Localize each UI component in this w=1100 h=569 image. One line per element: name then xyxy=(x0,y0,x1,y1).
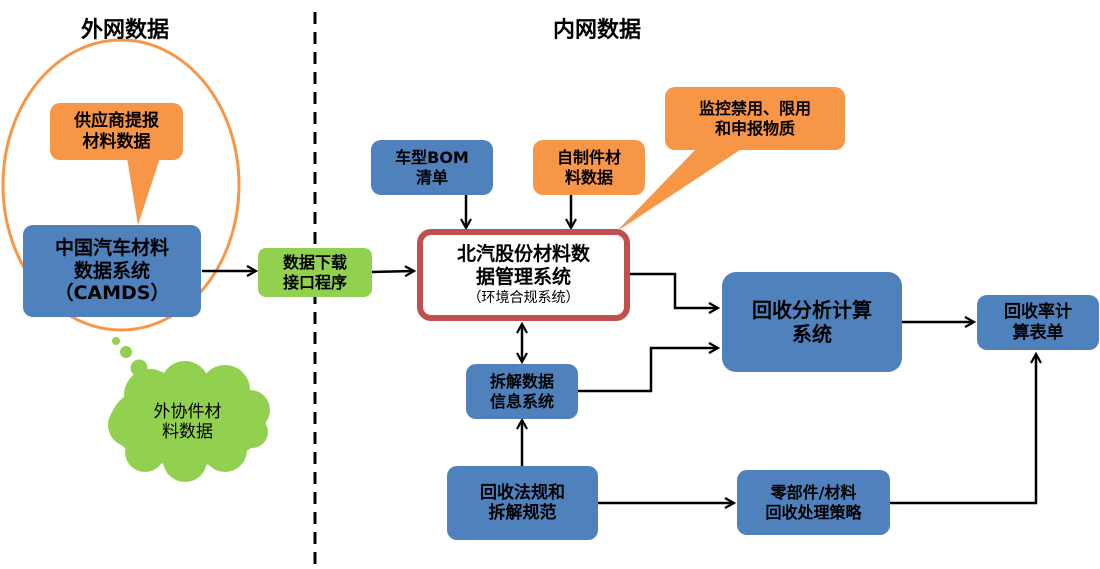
download-interface-box: 数据下载 接口程序 xyxy=(258,248,372,297)
arrow-interface-to-baic xyxy=(371,271,414,272)
interface-line-2: 接口程序 xyxy=(282,272,347,292)
recycling-analysis-system-box: 回收分析计算 系统 xyxy=(722,272,902,372)
analysis-line-2: 系统 xyxy=(792,322,832,346)
monitor-substances-callout: 监控禁用、限用 和申报物质 xyxy=(665,87,845,150)
selfmade-line-2: 料数据 xyxy=(564,167,613,187)
monitor-callout-tail xyxy=(616,150,740,232)
dismantling-line-2: 信息系统 xyxy=(489,391,554,411)
interface-line-1: 数据下载 xyxy=(282,253,347,273)
supplier-material-callout: 供应商提报 材料数据 xyxy=(50,103,183,160)
recovery-rate-form-box: 回收率计 算表单 xyxy=(977,295,1099,350)
regulations-box: 回收法规和 拆解规范 xyxy=(447,466,598,540)
arrow-strategy-to-form xyxy=(890,354,1036,505)
vehicle-bom-box: 车型BOM 清单 xyxy=(371,140,493,195)
supplier-callout-line-1: 供应商提报 xyxy=(74,111,159,132)
regulations-line-1: 回收法规和 xyxy=(480,482,565,503)
camds-line-2: 数据系统 xyxy=(73,259,150,282)
bom-line-1: 车型BOM xyxy=(395,148,469,168)
arrow-baic-to-analysis xyxy=(630,272,718,308)
dismantling-line-1: 拆解数据 xyxy=(489,372,554,392)
form-line-1: 回收率计 xyxy=(1004,302,1072,323)
baic-line-1: 北汽股份材料数 xyxy=(456,242,590,265)
heading-internal-data: 内网数据 xyxy=(552,18,641,43)
strategy-line-1: 零部件/材料 xyxy=(770,483,857,503)
baic-line-2: 据管理系统 xyxy=(475,265,571,288)
outsourced-parts-cloud: 外协件材 料数据 xyxy=(120,392,255,452)
cloud-line-2: 料数据 xyxy=(162,422,213,442)
parts-strategy-box: 零部件/材料 回收处理策略 xyxy=(737,470,890,535)
camds-system-box: 中国汽车材料 数据系统 （CAMDS） xyxy=(23,225,201,317)
thought-dot-small xyxy=(112,337,120,345)
cloud-line-1: 外协件材 xyxy=(153,401,222,422)
external-ellipse xyxy=(1,38,241,332)
heading-external-data: 外网数据 xyxy=(80,18,169,43)
strategy-line-2: 回收处理策略 xyxy=(765,502,862,522)
regulations-line-2: 拆解规范 xyxy=(488,503,557,523)
camds-line-1: 中国汽车材料 xyxy=(54,236,169,259)
selfmade-line-1: 自制件材 xyxy=(556,148,621,168)
cloud-shape xyxy=(108,361,270,482)
analysis-line-1: 回收分析计算 xyxy=(752,298,872,322)
baic-line-3: （环境合规系统） xyxy=(467,290,580,307)
arrow-dismantling-to-analysis xyxy=(578,348,718,393)
supplier-callout-line-2: 材料数据 xyxy=(82,131,151,152)
dismantling-info-system-box: 拆解数据 信息系统 xyxy=(466,364,578,419)
bom-line-2: 清单 xyxy=(415,167,448,187)
thought-dot-medium xyxy=(120,346,132,358)
baic-material-system-box: 北汽股份材料数 据管理系统 （环境合规系统） xyxy=(417,229,630,321)
camds-line-3: （CAMDS） xyxy=(54,282,170,305)
monitor-line-2: 和申报物质 xyxy=(714,118,795,138)
monitor-line-1: 监控禁用、限用 xyxy=(698,99,811,119)
supplier-callout-tail xyxy=(127,158,160,225)
form-line-2: 算表单 xyxy=(1012,322,1064,343)
self-made-parts-box: 自制件材 料数据 xyxy=(533,140,645,195)
